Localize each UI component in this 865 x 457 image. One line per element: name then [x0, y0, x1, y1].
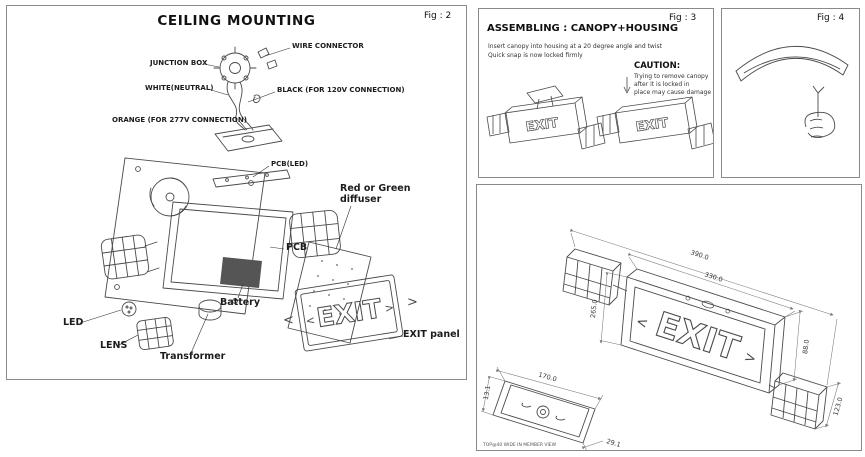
exit-panel-face: EXIT < > — [305, 294, 395, 335]
fig5-chevron-left: < — [634, 314, 650, 333]
label-battery: Battery — [220, 297, 261, 308]
fig2-title: CEILING MOUNTING — [157, 13, 316, 29]
dimension-labels: 390.0 330.0 265.0 88.0 123.0 170.0 13.1 … — [482, 248, 845, 449]
fig3-label: Fig : 3 — [669, 13, 697, 23]
label-exit-panel: EXIT panel — [403, 329, 460, 340]
assembling-art — [486, 77, 713, 150]
canopy-twist-art — [735, 46, 849, 138]
exit-panel-word: EXIT — [315, 294, 384, 334]
fig3-exit-word-1: EXIT — [525, 116, 560, 135]
dim-canopy-thickness: 13.1 — [482, 385, 492, 401]
fig3-caution-line1: Trying to remove canopy — [634, 73, 709, 80]
dim-panel-width: 330.0 — [704, 270, 724, 283]
label-wire-connector: WIRE CONNECTOR — [292, 42, 364, 50]
label-diffuser-line1: Red or Green — [340, 183, 411, 194]
label-white-neutral: WHITE(NEUTRAL) — [145, 84, 214, 92]
label-orange-277v: ORANGE (FOR 277V CONNECTION) — [112, 116, 247, 124]
label-transformer: Transformer — [160, 351, 226, 362]
leader-lines — [79, 47, 404, 354]
label-diffuser: Red or Green diffuser — [340, 183, 411, 206]
isometric-art — [492, 248, 828, 444]
label-lens: LENS — [100, 340, 128, 351]
fig3-instruction-1: Insert canopy into housing at a 20 degre… — [488, 43, 662, 50]
label-junction-box: JUNCTION BOX — [150, 59, 208, 67]
fig3-title: ASSEMBLING : CANOPY+HOUSING — [487, 23, 679, 34]
fig5-note: TOP@40 WIDE IN MEMBER VIEW — [482, 442, 557, 448]
dimension-lines — [480, 228, 842, 450]
assembly-chevron-left: < — [283, 313, 294, 328]
fig3-panel: Fig : 3 ASSEMBLING : CANOPY+HOUSING Inse… — [478, 8, 714, 178]
assembling-diagram: EXIT EXIT — [486, 77, 713, 150]
ceiling-mounting-diagram: EXIT < > < > — [79, 46, 418, 354]
label-pcb: PCB — [286, 242, 308, 253]
fig3-exit-word-2: EXIT — [635, 116, 670, 135]
fig3-instruction-2: Quick snap is now locked firmly — [488, 52, 583, 59]
dim-canopy-depth: 29.1 — [605, 437, 621, 449]
label-diffuser-line2: diffuser — [340, 193, 382, 205]
dim-side-height: 88.0 — [801, 339, 811, 354]
dim-height: 265.0 — [589, 299, 599, 318]
fig3-caution-line2: after it is locked in — [634, 81, 690, 88]
fig4-panel: Fig : 4 — [721, 8, 860, 178]
fig3-caution-line3: place may cause damage — [634, 89, 712, 96]
exploded-view-art — [100, 46, 404, 352]
assembly-chevron-right: > — [407, 295, 418, 310]
fig3-caution-title: CAUTION: — [634, 61, 681, 71]
fig5-chevron-right: > — [742, 349, 758, 368]
canopy-twist-diagram — [735, 46, 849, 138]
fig5-sign-face: EXIT < > — [634, 295, 758, 370]
dim-overall-width: 390.0 — [690, 248, 710, 261]
label-black-120v: BLACK (FOR 120V CONNECTION) — [277, 86, 405, 94]
dim-lamp-depth: 123.0 — [832, 396, 845, 416]
fig4-label: Fig : 4 — [817, 13, 845, 23]
dim-canopy-width: 170.0 — [538, 371, 558, 384]
label-pcb-led: PCB(LED) — [271, 160, 309, 168]
label-led: LED — [63, 317, 84, 328]
fig2-label: Fig : 2 — [424, 11, 452, 21]
dimensioned-view-diagram: EXIT < > — [480, 228, 845, 450]
fig2-panel: Fig : 2 CEILING MOUNTING — [6, 5, 467, 380]
chevron-right-glyph: > — [384, 301, 395, 315]
fig5-panel: EXIT < > — [476, 184, 862, 451]
chevron-left-glyph: < — [305, 314, 316, 328]
